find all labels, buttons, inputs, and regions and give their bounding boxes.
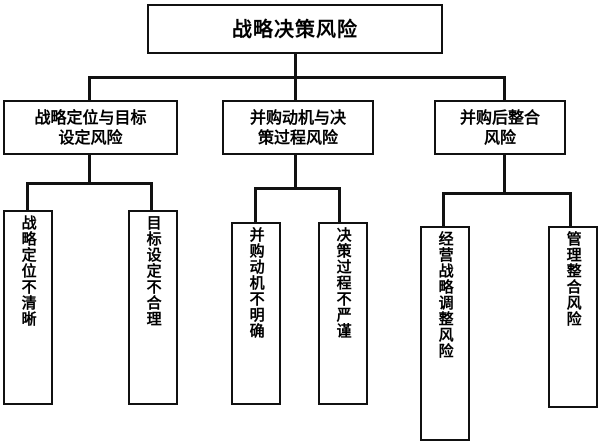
node-root[interactable]: 战略决策风险 (147, 4, 443, 54)
connector-branch-3-bus (442, 192, 572, 195)
node-branch-2-label: 并购动机与决 策过程风险 (249, 107, 346, 147)
node-branch-3-label: 并购后整合 风险 (459, 107, 540, 147)
connector-branch-2-bus (254, 187, 341, 190)
node-leaf-1[interactable]: 战略定位不清晰 (3, 210, 53, 405)
node-branch-2[interactable]: 并购动机与决 策过程风险 (222, 100, 374, 155)
node-leaf-1-label: 战略定位不清晰 (19, 215, 38, 327)
node-root-label: 战略决策风险 (232, 17, 358, 41)
node-leaf-5-label: 经营战略调整风险 (436, 231, 455, 359)
connector-bus-to-branch-2 (294, 76, 297, 101)
node-leaf-4-label: 决策过程不严谨 (334, 227, 353, 339)
connector-branch-1-bus (26, 182, 153, 185)
node-leaf-2[interactable]: 目标设定不合理 (128, 210, 178, 405)
node-leaf-6[interactable]: 管理整合风险 (548, 226, 598, 408)
node-leaf-3[interactable]: 并购动机不明确 (231, 222, 281, 405)
connector-branch-3-to-leaf-5 (442, 192, 445, 227)
node-leaf-4[interactable]: 决策过程不严谨 (318, 222, 368, 405)
connector-branch-2-stem (294, 155, 297, 188)
node-leaf-2-label: 目标设定不合理 (144, 215, 163, 327)
node-branch-1-label: 战略定位与目标 设定风险 (34, 107, 147, 147)
node-leaf-6-label: 管理整合风险 (564, 231, 583, 327)
connector-branch-1-stem (88, 155, 91, 183)
node-leaf-5[interactable]: 经营战略调整风险 (420, 226, 470, 441)
node-branch-3[interactable]: 并购后整合 风险 (434, 100, 566, 155)
connector-bus-to-branch-3 (503, 76, 506, 101)
connector-branch-1-to-leaf-1 (26, 182, 29, 211)
node-leaf-3-label: 并购动机不明确 (247, 227, 266, 339)
connector-bus-to-branch-1 (88, 76, 91, 101)
connector-branch-2-to-leaf-3 (254, 187, 257, 223)
connector-main-bus (88, 76, 506, 79)
connector-branch-2-to-leaf-4 (338, 187, 341, 223)
node-branch-1[interactable]: 战略定位与目标 设定风险 (3, 100, 178, 155)
connector-branch-3-to-leaf-6 (569, 192, 572, 227)
connector-branch-3-stem (503, 155, 506, 193)
connector-root-stem (294, 54, 297, 78)
connector-branch-1-to-leaf-2 (150, 182, 153, 211)
